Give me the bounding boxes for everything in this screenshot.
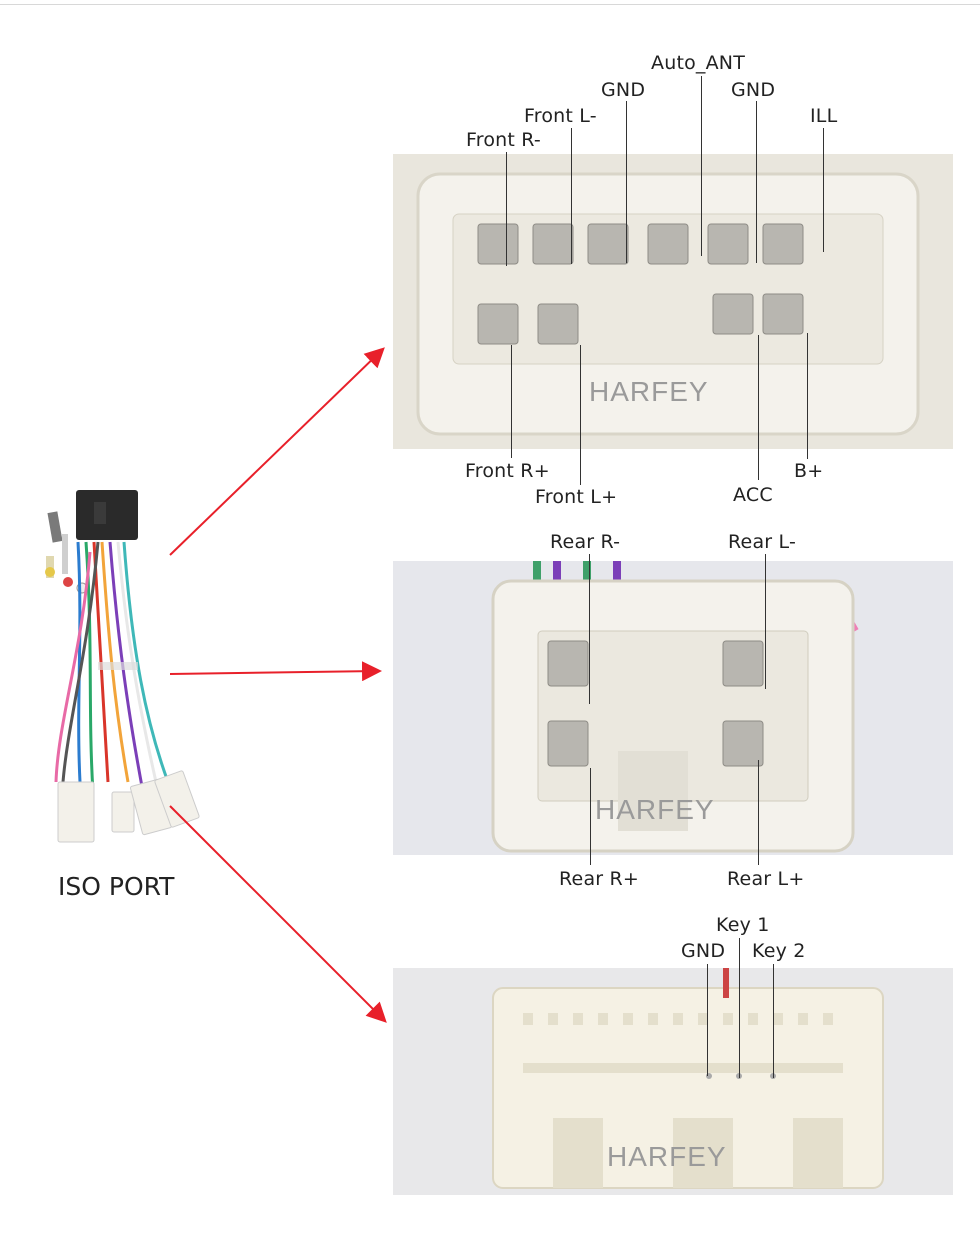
label-acc: ACC <box>733 484 773 506</box>
leader-front-l-plus <box>580 345 581 485</box>
rear-connector-photo <box>491 561 859 853</box>
leader-key-1 <box>739 938 740 1078</box>
label-rear-l-plus: Rear L+ <box>727 868 805 890</box>
label-front-r-plus: Front R+ <box>465 460 550 482</box>
label-auto-ant: Auto_ANT <box>651 52 746 74</box>
leader-rear-r-minus <box>589 554 590 704</box>
leader-rear-r-plus <box>590 768 591 865</box>
key-connector-photo <box>492 968 884 1189</box>
leader-front-l-minus <box>571 128 572 264</box>
watermark: HARFEY <box>607 1141 727 1172</box>
iso-port-label: ISO PORT <box>58 872 175 901</box>
wiring-harness-illustration <box>45 490 200 843</box>
leader-b-plus <box>807 333 808 459</box>
connector-panel-key: HARFEY <box>393 968 953 1195</box>
label-b-plus: B+ <box>794 460 824 482</box>
label-ill: ILL <box>810 105 838 127</box>
leader-gnd-1 <box>626 101 627 263</box>
leader-acc <box>758 335 759 480</box>
top-divider <box>0 4 980 5</box>
label-front-l-minus: Front L- <box>524 105 597 127</box>
arrow-to-panel-1 <box>169 347 385 556</box>
label-gnd-1: GND <box>601 79 646 101</box>
leader-rear-l-plus <box>758 760 759 865</box>
connector-panel-rear: HARFEY <box>393 561 953 855</box>
leader-front-r-plus <box>511 345 512 458</box>
arrow-to-panel-3 <box>169 805 387 1023</box>
label-rear-l-minus: Rear L- <box>728 531 797 553</box>
watermark: HARFEY <box>589 376 709 407</box>
leader-ill <box>823 128 824 252</box>
label-front-l-plus: Front L+ <box>535 486 618 508</box>
leader-rear-l-minus <box>765 554 766 689</box>
leader-auto-ant <box>701 76 702 256</box>
leader-gnd-key <box>707 964 708 1076</box>
label-key-1: Key 1 <box>716 914 770 936</box>
label-front-r-minus: Front R- <box>466 129 541 151</box>
arrow-to-panel-2 <box>169 661 382 682</box>
label-key-2: Key 2 <box>752 940 806 962</box>
leader-front-r-minus <box>506 152 507 266</box>
leader-key-2 <box>773 964 774 1078</box>
label-gnd-2: GND <box>731 79 776 101</box>
leader-gnd-2 <box>756 101 757 263</box>
label-rear-r-minus: Rear R- <box>550 531 621 553</box>
main-connector-photo <box>416 172 920 436</box>
label-rear-r-plus: Rear R+ <box>559 868 640 890</box>
watermark: HARFEY <box>595 794 715 825</box>
label-gnd-key: GND <box>681 940 726 962</box>
connector-panel-main: HARFEY <box>393 154 953 449</box>
